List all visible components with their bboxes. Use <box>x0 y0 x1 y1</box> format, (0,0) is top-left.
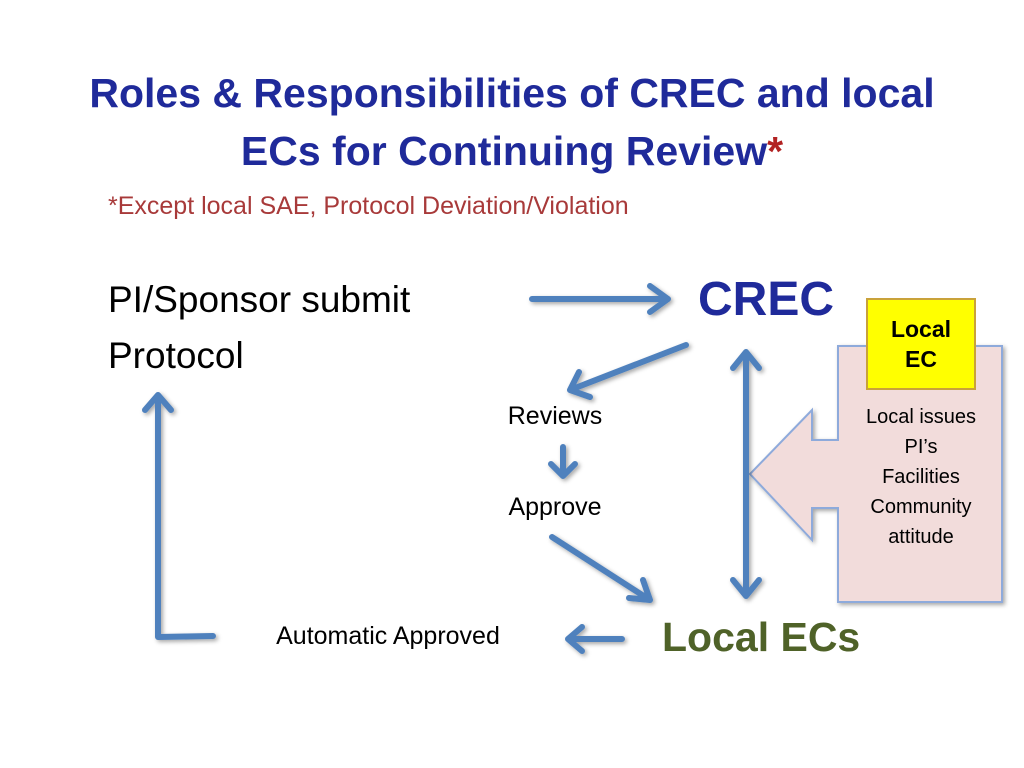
title-line-2-text: ECs for Continuing Review <box>240 128 768 174</box>
arrow-reviews-to-approve <box>548 444 578 479</box>
arrow-crec-local-ecs-bidirectional <box>730 349 762 599</box>
subtitle-footnote: *Except local SAE, Protocol Deviation/Vi… <box>108 192 629 220</box>
title-asterisk: * <box>767 128 784 174</box>
title-line-1: Roles & Responsibilities of CREC and loc… <box>89 70 935 116</box>
callout-shape <box>748 345 1003 603</box>
arrow-approve-to-local-ecs <box>549 534 653 603</box>
local-ec-label-box: Local EC <box>866 298 976 390</box>
arrow-submit-to-crec <box>529 283 671 315</box>
issue-item: Facilities <box>882 466 960 488</box>
arrow-local-ecs-to-automatic <box>565 624 625 654</box>
local-ecs-node: Local ECs <box>662 614 861 660</box>
local-issues-list: Local issues PI’s Facilities Community a… <box>840 402 1002 552</box>
arrow-crec-to-reviews <box>567 342 689 400</box>
issue-item: Community <box>870 496 972 518</box>
reviews-node: Reviews <box>507 402 603 430</box>
issue-item: PI’s <box>904 436 938 458</box>
automatic-approved-node: Automatic Approved <box>276 622 500 650</box>
local-ec-line-1: Local <box>890 316 952 342</box>
slide-title: Roles & Responsibilities of CREC and loc… <box>40 64 984 180</box>
submit-line-1: PI/Sponsor submit <box>108 279 411 320</box>
crec-node: CREC <box>698 273 835 326</box>
arrow-automatic-to-submit <box>142 392 216 640</box>
approve-node: Approve <box>508 493 602 521</box>
issue-item: attitude <box>888 526 954 548</box>
submit-protocol-node: PI/Sponsor submit Protocol <box>108 272 410 384</box>
issue-item: Local issues <box>865 406 977 428</box>
local-ec-line-2: EC <box>905 346 937 372</box>
title-line-2: ECs for Continuing Review* <box>40 122 984 180</box>
submit-line-2: Protocol <box>108 335 244 376</box>
